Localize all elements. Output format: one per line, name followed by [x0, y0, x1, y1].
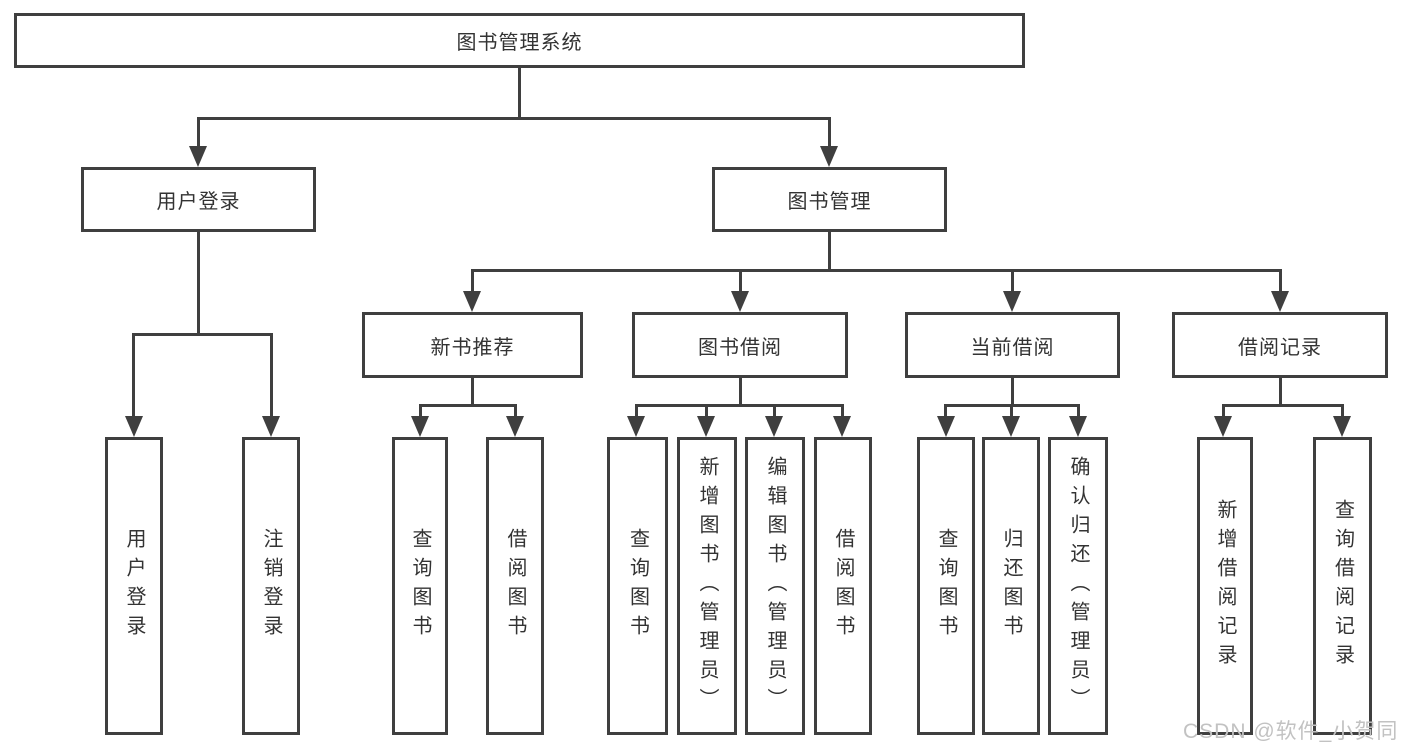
arrow-down-icon: [125, 416, 143, 437]
arrow-down-icon: [506, 416, 524, 437]
node-bb-borrow-label: 借阅图书: [832, 528, 854, 644]
connector-line: [270, 333, 273, 418]
node-bb-edit-label: 编辑图书（管理员）: [764, 455, 786, 717]
connector-line: [841, 404, 844, 419]
connector-line: [197, 117, 831, 120]
arrow-down-icon: [1003, 291, 1021, 312]
arrow-down-icon: [765, 416, 783, 437]
node-cb-confirm-label: 确认归还（管理员）: [1067, 455, 1089, 717]
connector-line: [739, 269, 742, 293]
connector-line: [635, 404, 638, 419]
node-cb-query-label: 查询图书: [935, 528, 957, 644]
arrow-down-icon: [820, 146, 838, 167]
node-bb-add: 新增图书（管理员）: [677, 437, 737, 735]
arrow-down-icon: [1333, 416, 1351, 437]
arrow-down-icon: [937, 416, 955, 437]
connector-line: [944, 404, 947, 419]
node-book-borrow: 图书借阅: [632, 312, 848, 378]
node-borrow-records: 借阅记录: [1172, 312, 1388, 378]
connector-line: [1011, 378, 1014, 406]
connector-line: [518, 68, 521, 119]
connector-line: [514, 404, 517, 419]
node-cb-confirm: 确认归还（管理员）: [1048, 437, 1108, 735]
node-book-mgmt: 图书管理: [712, 167, 947, 232]
connector-line: [1222, 404, 1343, 407]
arrow-down-icon: [1214, 416, 1232, 437]
node-br-add-label: 新增借阅记录: [1214, 499, 1236, 673]
arrow-down-icon: [1271, 291, 1289, 312]
connector-line: [1279, 269, 1282, 293]
arrow-down-icon: [1069, 416, 1087, 437]
node-nbr-query-label: 查询图书: [409, 528, 431, 644]
node-current-borrow-label: 当前借阅: [970, 336, 1055, 359]
node-book-borrow-label: 图书借阅: [698, 336, 782, 359]
node-bb-borrow: 借阅图书: [814, 437, 872, 735]
node-cb-query: 查询图书: [917, 437, 975, 735]
connector-line: [419, 404, 422, 419]
connector-line: [739, 378, 742, 406]
node-ul-logout-label: 注销登录: [260, 528, 282, 644]
node-user-login-label: 用户登录: [156, 191, 241, 213]
connector-line: [828, 232, 831, 271]
node-nbr-borrow: 借阅图书: [486, 437, 544, 735]
node-new-book-rec-label: 新书推荐: [430, 336, 515, 359]
node-root: 图书管理系统: [14, 13, 1025, 68]
connector-line: [773, 404, 776, 419]
connector-line: [471, 378, 474, 406]
node-ul-user-login-label: 用户登录: [123, 528, 145, 644]
node-current-borrow: 当前借阅: [905, 312, 1120, 378]
arrow-down-icon: [833, 416, 851, 437]
connector-line: [419, 404, 517, 407]
connector-line: [828, 117, 831, 149]
node-br-query: 查询借阅记录: [1313, 437, 1372, 735]
connector-line: [1222, 404, 1225, 419]
node-nbr-borrow-label: 借阅图书: [504, 528, 526, 644]
connector-line: [1077, 404, 1080, 419]
arrow-down-icon: [697, 416, 715, 437]
node-bb-add-label: 新增图书（管理员）: [696, 455, 718, 717]
node-br-add: 新增借阅记录: [1197, 437, 1253, 735]
arrow-down-icon: [262, 416, 280, 437]
node-bb-query: 查询图书: [607, 437, 668, 735]
connector-line: [471, 269, 474, 293]
connector-line: [635, 404, 843, 407]
connector-line: [705, 404, 708, 419]
node-cb-return-label: 归还图书: [1000, 528, 1022, 644]
arrow-down-icon: [1002, 416, 1020, 437]
connector-line: [132, 333, 135, 418]
connector-line: [1341, 404, 1344, 419]
connector-line: [197, 117, 200, 149]
connector-line: [132, 333, 273, 336]
node-borrow-records-label: 借阅记录: [1238, 336, 1322, 359]
node-nbr-query: 查询图书: [392, 437, 448, 735]
arrow-down-icon: [411, 416, 429, 437]
node-ul-user-login: 用户登录: [105, 437, 163, 735]
connector-line: [1010, 404, 1013, 419]
node-bb-query-label: 查询图书: [626, 528, 649, 644]
arrow-down-icon: [189, 146, 207, 167]
connector-line: [1279, 378, 1282, 406]
arrow-down-icon: [463, 291, 481, 312]
connector-line: [471, 269, 1282, 272]
node-bb-edit: 编辑图书（管理员）: [745, 437, 805, 735]
arrow-down-icon: [627, 416, 645, 437]
node-cb-return: 归还图书: [982, 437, 1040, 735]
node-new-book-rec: 新书推荐: [362, 312, 583, 378]
node-root-label: 图书管理系统: [456, 32, 583, 54]
node-book-mgmt-label: 图书管理: [787, 191, 872, 213]
node-br-query-label: 查询借阅记录: [1331, 499, 1354, 673]
connector-line: [197, 232, 200, 335]
arrow-down-icon: [731, 291, 749, 312]
connector-line: [1011, 269, 1014, 293]
node-ul-logout: 注销登录: [242, 437, 300, 735]
node-user-login: 用户登录: [81, 167, 316, 232]
